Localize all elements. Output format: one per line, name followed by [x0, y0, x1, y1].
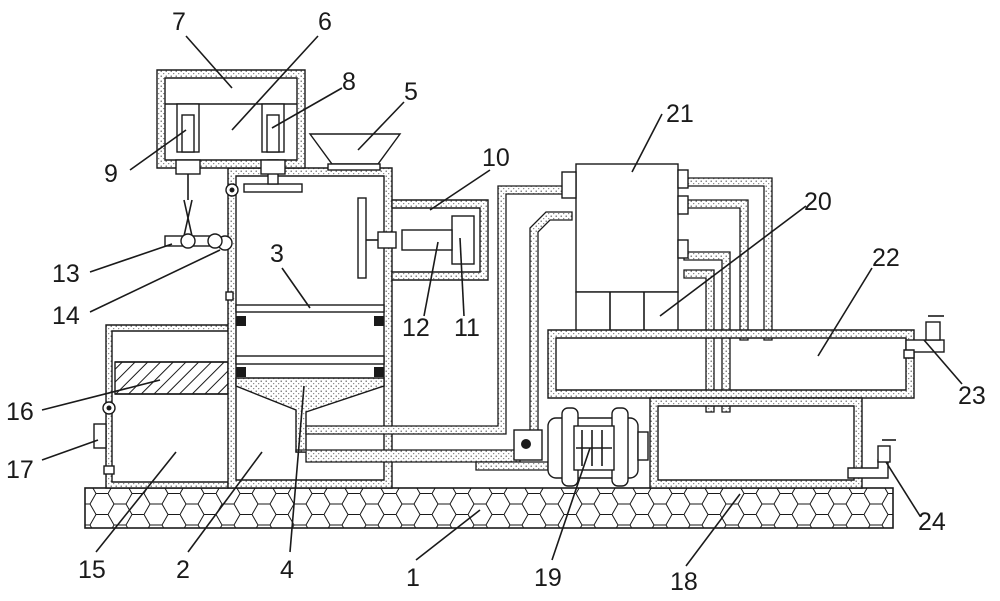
label-16: 16	[6, 398, 34, 426]
label-1: 1	[406, 564, 420, 592]
label-21: 21	[666, 100, 694, 128]
label-12: 12	[402, 314, 430, 342]
collection-tank	[93, 324, 229, 489]
label-11: 11	[454, 314, 480, 342]
label-23: 23	[958, 382, 986, 410]
label-2: 2	[176, 556, 190, 584]
part-number-labels: 1 2 3 4 5 6 7 8 9 10 11 12 13 14 15 16 1…	[6, 8, 986, 596]
label-6: 6	[318, 8, 332, 36]
side-motor-housing	[366, 199, 489, 281]
leader-lines	[41, 35, 963, 567]
lower-tank	[649, 397, 896, 489]
label-15: 15	[78, 556, 106, 584]
label-18: 18	[670, 568, 698, 596]
separator-unit	[561, 163, 689, 333]
label-14: 14	[52, 302, 80, 330]
label-3: 3	[270, 240, 284, 268]
pump-motor	[513, 407, 649, 487]
pipes	[295, 177, 773, 471]
main-chamber	[217, 159, 393, 489]
label-17: 17	[6, 456, 34, 484]
label-19: 19	[534, 564, 562, 592]
label-10: 10	[482, 144, 510, 172]
feed-hopper	[308, 133, 402, 171]
label-24: 24	[918, 508, 946, 536]
base-plate	[84, 487, 894, 529]
label-5: 5	[404, 78, 418, 106]
label-8: 8	[342, 68, 356, 96]
label-4: 4	[280, 556, 294, 584]
label-9: 9	[104, 160, 118, 188]
label-13: 13	[52, 260, 80, 288]
upper-tank	[547, 315, 945, 399]
label-7: 7	[172, 8, 186, 36]
label-20: 20	[804, 188, 832, 216]
label-22: 22	[872, 244, 900, 272]
